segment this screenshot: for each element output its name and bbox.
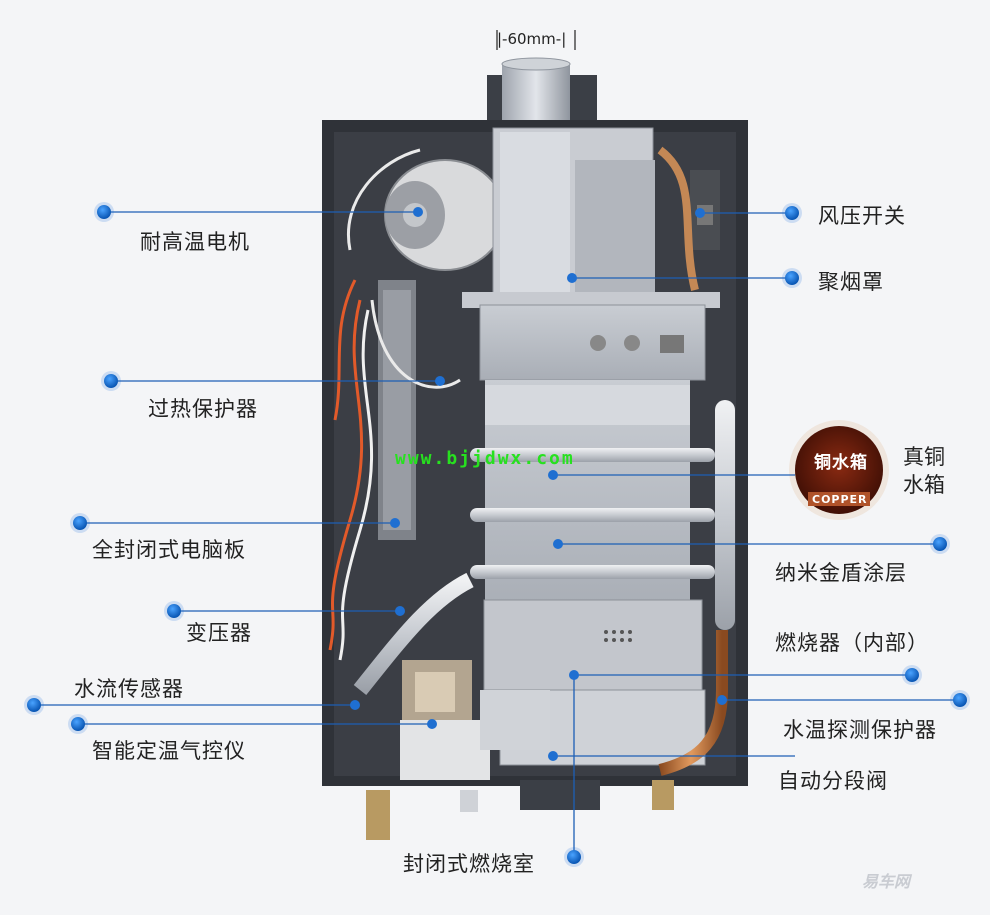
watermark-text: www.bjjdwx.com (395, 448, 575, 469)
callout-dot-flow-sensor (27, 698, 41, 712)
callout-dot-temp-protector (953, 693, 967, 707)
label-water-temp-protector: 水温探测保护器 (783, 718, 937, 742)
brand-watermark: 易车网 (862, 872, 911, 891)
copper-outlet-pipe (658, 630, 728, 776)
callout-dot-gas-valve (71, 717, 85, 731)
callout-dot-transformer (167, 604, 181, 618)
label-sealed-pcb: 全封闭式电脑板 (92, 538, 246, 562)
label-transformer: 变压器 (186, 621, 252, 645)
callout-dot-burner (905, 668, 919, 682)
callout-dot-motor (97, 205, 111, 219)
badge-word: COPPER (812, 493, 868, 506)
label-smoke-hood: 聚烟罩 (818, 270, 884, 294)
label-auto-section-valve: 自动分段阀 (778, 769, 888, 793)
inlet-connector (366, 790, 390, 840)
callout-dot-chamber (567, 850, 581, 864)
callout-dot-smoke-hood (785, 271, 799, 285)
callout-dot-pcb (73, 516, 87, 530)
dimension-label: |-60mm-| (497, 30, 567, 48)
outlet-connector (652, 780, 674, 810)
label-motor: 耐高温电机 (140, 230, 250, 254)
exhaust-pipe (502, 62, 570, 132)
callout-dot-overheat (104, 374, 118, 388)
label-copper-tank: 真铜 水箱 (903, 445, 945, 497)
callout-dot-nano (933, 537, 947, 551)
label-burner-inner: 燃烧器（内部） (775, 631, 929, 655)
label-smart-gas-valve: 智能定温气控仪 (92, 739, 246, 763)
leader-lines (34, 211, 960, 855)
label-nano-coating: 纳米金盾涂层 (775, 561, 907, 585)
badge-title: 铜水箱 (814, 453, 868, 473)
label-overheat-protector: 过热保护器 (148, 397, 258, 421)
label-sealed-chamber: 封闭式燃烧室 (403, 852, 535, 876)
callout-dot-air-pressure-switch (785, 206, 799, 220)
label-air-pressure-switch: 风压开关 (818, 204, 906, 228)
burner-box (483, 599, 703, 691)
label-water-flow-sensor: 水流传感器 (74, 677, 184, 701)
